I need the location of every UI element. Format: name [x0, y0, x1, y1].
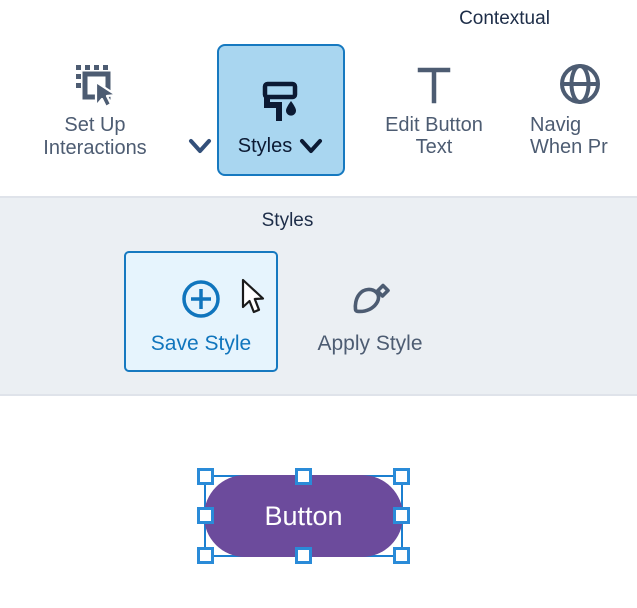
- paint-roller-icon: [257, 73, 305, 131]
- ribbon-item-label: Set Up Interactions: [43, 114, 147, 159]
- selection-cursor-icon: [72, 56, 118, 112]
- resize-handle-bottom-left[interactable]: [197, 547, 214, 564]
- styles-panel-title: Styles: [261, 210, 314, 231]
- resize-handle-top-right[interactable]: [393, 468, 410, 485]
- design-canvas[interactable]: Button: [0, 396, 637, 608]
- apply-style-button[interactable]: Apply Style: [290, 251, 450, 372]
- selection-group[interactable]: Button: [197, 468, 410, 564]
- globe-icon: [530, 56, 630, 112]
- design-button[interactable]: Button: [204, 475, 403, 557]
- save-style-label: Save Style: [150, 331, 252, 355]
- save-style-button[interactable]: Save Style: [124, 251, 278, 372]
- ribbon-toolbar: Set Up Interactions Styles: [0, 44, 637, 194]
- design-button-label: Button: [264, 500, 343, 531]
- ribbon-item-navigate-when-pressed[interactable]: Navig When Pr: [530, 56, 637, 159]
- resize-handle-top-center[interactable]: [295, 468, 312, 485]
- styles-panel: Styles Save Style Apply Style: [0, 196, 637, 396]
- paint-brush-icon: [346, 268, 394, 330]
- apply-style-label: Apply Style: [317, 331, 423, 355]
- ribbon-item-label-row: Styles: [238, 135, 324, 157]
- contextual-ribbon-label: Contextual: [459, 8, 550, 29]
- text-t-icon: [412, 56, 456, 112]
- resize-handle-middle-left[interactable]: [197, 507, 214, 524]
- ribbon-item-set-up-interactions[interactable]: Set Up Interactions: [0, 56, 190, 160]
- ribbon-item-label: Edit Button Text: [385, 114, 483, 159]
- chevron-down-icon-styles[interactable]: [298, 136, 324, 156]
- plus-circle-icon: [179, 268, 223, 330]
- resize-handle-bottom-right[interactable]: [393, 547, 410, 564]
- ribbon-item-label: Styles: [237, 134, 293, 157]
- chevron-down-icon-interactions[interactable]: [185, 134, 215, 158]
- ribbon-item-styles[interactable]: Styles: [217, 44, 345, 176]
- resize-handle-bottom-center[interactable]: [295, 547, 312, 564]
- resize-handle-top-left[interactable]: [197, 468, 214, 485]
- ribbon-item-edit-button-text[interactable]: Edit Button Text: [355, 56, 513, 159]
- ribbon-item-label: Navig When Pr: [530, 114, 608, 159]
- resize-handle-middle-right[interactable]: [393, 507, 410, 524]
